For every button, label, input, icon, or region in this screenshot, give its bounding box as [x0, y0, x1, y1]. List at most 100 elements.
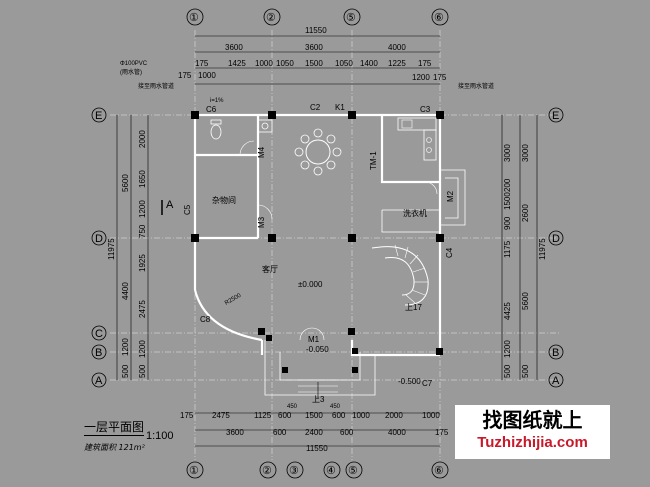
svg-text:2475: 2475 — [212, 411, 230, 420]
opening-m3: M3 — [257, 216, 266, 228]
svg-text:2475: 2475 — [138, 300, 147, 318]
svg-text:5600: 5600 — [521, 292, 530, 310]
level-outer: -0.500 — [398, 377, 421, 386]
svg-text:4425: 4425 — [503, 302, 512, 320]
svg-text:4000: 4000 — [388, 43, 406, 52]
svg-text:1650: 1650 — [138, 170, 147, 188]
svg-text:600: 600 — [273, 428, 287, 437]
door-swings — [239, 140, 438, 341]
svg-text:1000: 1000 — [352, 411, 370, 420]
svg-text:2400: 2400 — [305, 428, 323, 437]
opening-tm1: TM-1 — [369, 151, 378, 170]
opening-c8: C8 — [200, 315, 211, 324]
opening-m4: M4 — [257, 146, 266, 158]
spiral-staircase-icon — [371, 244, 429, 306]
level-main: ±0.000 — [298, 280, 323, 289]
logo-cn-text: 找图纸就上 — [482, 408, 583, 432]
axis-bubbles-left: E D C B A — [91, 107, 107, 388]
dim-right-row-2: 3000 2600 5600 500 — [521, 144, 530, 378]
svg-text:750: 750 — [138, 224, 147, 238]
svg-text:⑤: ⑤ — [348, 465, 358, 477]
opening-k1: K1 — [335, 103, 345, 112]
svg-text:3600: 3600 — [226, 428, 244, 437]
grid-lines — [110, 30, 560, 460]
svg-text:3600: 3600 — [225, 43, 243, 52]
title-underline — [84, 435, 144, 436]
dim-top-total: 11550 — [305, 26, 327, 35]
left-dimensions — [116, 115, 149, 380]
svg-text:175: 175 — [178, 71, 192, 80]
svg-text:500: 500 — [121, 364, 130, 378]
dim-bottom-row-1: 175 2475 1125 600 1500 600 1000 2000 100… — [180, 404, 440, 420]
svg-text:600: 600 — [340, 428, 354, 437]
dim-left-row-2: 5600 4400 1200 500 — [121, 174, 130, 378]
svg-text:5600: 5600 — [121, 174, 130, 192]
top-dimensions — [195, 35, 440, 85]
svg-text:1225: 1225 — [388, 59, 406, 68]
plan-area: 建筑面积 121m² — [84, 443, 145, 452]
axis-bubbles-bottom: ① ② ③ ④ ⑤ ⑥ — [186, 461, 449, 479]
svg-text:600: 600 — [278, 411, 292, 420]
drain-note-right: 接至雨水管道 — [458, 82, 494, 90]
svg-text:1175: 1175 — [503, 240, 512, 258]
opening-c2: C2 — [310, 103, 321, 112]
plan-scale: 1:100 — [146, 430, 174, 442]
pipe-note: Φ100PVC — [120, 61, 148, 67]
svg-text:175: 175 — [435, 428, 449, 437]
svg-text:450: 450 — [287, 404, 298, 410]
dim-bottom-total: 11550 — [306, 444, 328, 453]
svg-text:A: A — [95, 375, 103, 387]
axis-bubbles-top: ① ② ⑤ ⑥ — [186, 8, 449, 26]
room-storage-label: 杂物间 — [212, 195, 236, 205]
dim-right-row-3: 3000 200 1500 900 1175 4425 1200 500 — [503, 144, 512, 378]
svg-text:1050: 1050 — [276, 59, 294, 68]
svg-text:1200: 1200 — [121, 338, 130, 356]
toilet-icon — [210, 119, 222, 140]
svg-text:④: ④ — [326, 465, 336, 477]
svg-text:⑤: ⑤ — [346, 12, 356, 24]
dim-top-row-2: 175 1425 1000 1050 1500 1050 1400 1225 1… — [195, 59, 432, 68]
svg-text:1500: 1500 — [503, 192, 512, 210]
svg-text:4400: 4400 — [121, 282, 130, 300]
kitchen-counter-icon — [397, 117, 437, 161]
svg-text:1200: 1200 — [503, 340, 512, 358]
svg-text:500: 500 — [138, 364, 147, 378]
dining-table-icon — [294, 128, 342, 176]
opening-c6: C6 — [206, 105, 217, 114]
svg-text:⑥: ⑥ — [434, 12, 444, 24]
svg-text:1425: 1425 — [228, 59, 246, 68]
dim-bottom-row-2: 3600 600 2400 600 4000 175 — [226, 428, 449, 437]
svg-text:4000: 4000 — [388, 428, 406, 437]
svg-text:175: 175 — [418, 59, 432, 68]
svg-text:1000: 1000 — [198, 71, 216, 80]
svg-text:500: 500 — [503, 364, 512, 378]
dim-top-row-1: 3600 3600 4000 — [225, 43, 406, 52]
svg-text:1200: 1200 — [138, 200, 147, 218]
dim-right-total: 11975 — [538, 238, 547, 260]
opening-m1: M1 — [308, 335, 320, 344]
axis-bubbles-right: E D B A — [548, 107, 564, 388]
svg-text:175: 175 — [433, 73, 447, 82]
svg-text:③: ③ — [289, 465, 299, 477]
opening-c3: C3 — [420, 105, 431, 114]
walls — [193, 113, 466, 396]
columns — [191, 111, 444, 373]
svg-text:②: ② — [266, 12, 276, 24]
svg-text:500: 500 — [521, 364, 530, 378]
svg-text:⑥: ⑥ — [434, 465, 444, 477]
svg-text:E: E — [552, 110, 559, 122]
svg-text:600: 600 — [332, 411, 346, 420]
section-mark-label: A — [166, 199, 174, 211]
dim-left-row-3: 2000 1650 1200 750 1925 2475 1200 500 — [138, 130, 147, 378]
level-porch: -0.050 — [306, 345, 329, 354]
svg-text:2600: 2600 — [521, 204, 530, 222]
right-dimensions — [501, 115, 538, 380]
svg-text:1200: 1200 — [412, 73, 430, 82]
svg-text:175: 175 — [195, 59, 209, 68]
opening-c7: C7 — [422, 379, 433, 388]
stair-up-label: 上17 — [405, 303, 422, 312]
svg-text:2000: 2000 — [385, 411, 403, 420]
svg-text:3000: 3000 — [503, 144, 512, 162]
